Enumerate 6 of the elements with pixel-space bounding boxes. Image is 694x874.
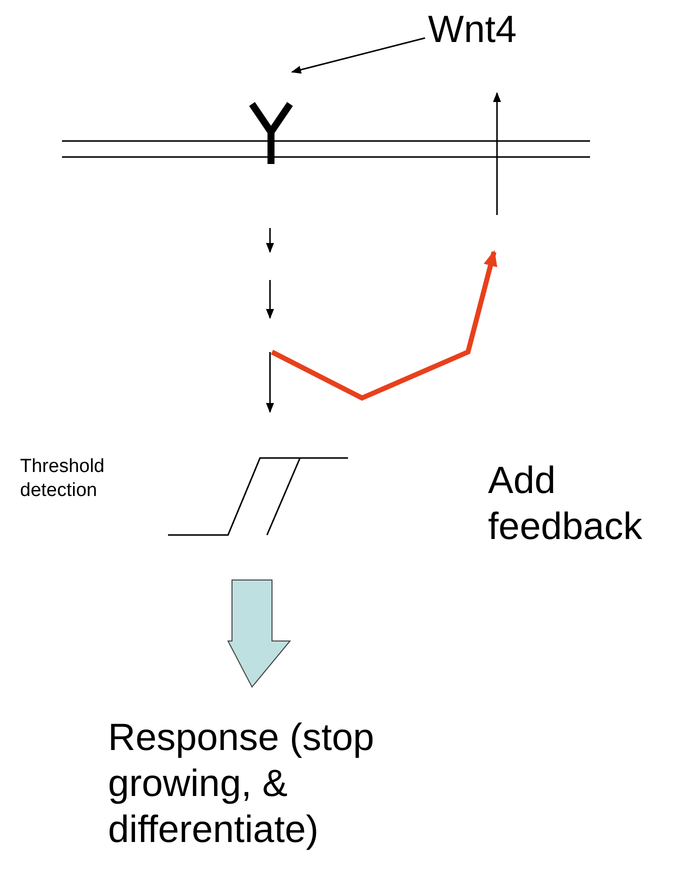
feedback-label: Add feedback	[488, 459, 644, 550]
block-arrow	[227, 580, 292, 688]
arrow	[291, 37, 426, 74]
ligand-label: Wnt4	[428, 8, 518, 52]
node-caption: Threshold detection	[20, 455, 106, 503]
response-label: Response (stop growing, & differentiate)	[108, 716, 376, 853]
